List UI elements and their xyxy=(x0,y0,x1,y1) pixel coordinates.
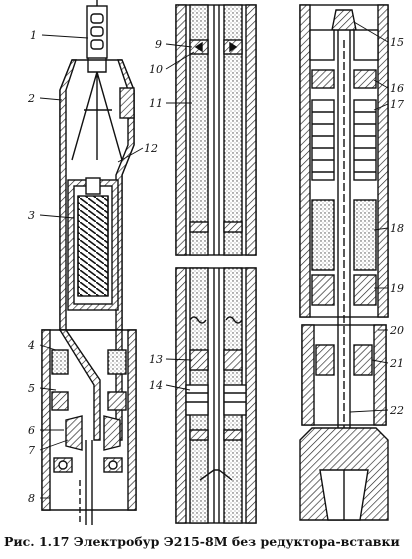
left-section xyxy=(41,0,137,525)
label-21: 21 xyxy=(389,357,404,370)
label-3: 3 xyxy=(28,209,35,222)
label-9: 9 xyxy=(155,38,162,51)
leader-lines xyxy=(39,21,389,499)
label-18: 18 xyxy=(390,222,404,235)
label-10: 10 xyxy=(149,63,163,76)
label-22: 22 xyxy=(389,404,404,417)
label-17: 17 xyxy=(390,98,404,111)
label-16: 16 xyxy=(390,82,404,95)
label-4: 4 xyxy=(27,339,35,352)
label-7: 7 xyxy=(28,444,35,457)
technical-drawing: 1 2 3 4 5 6 7 8 9 10 11 12 13 14 15 16 1… xyxy=(27,0,404,525)
label-2: 2 xyxy=(27,92,35,105)
label-5: 5 xyxy=(28,382,35,395)
label-1: 1 xyxy=(30,29,37,42)
label-12: 12 xyxy=(144,142,158,155)
label-19: 19 xyxy=(390,282,404,295)
label-8: 8 xyxy=(28,492,35,505)
right-section xyxy=(299,4,389,521)
label-13: 13 xyxy=(149,353,163,366)
label-11: 11 xyxy=(149,97,163,110)
figure-caption: Рис. 1.17 Электробур Э215-8М без редукто… xyxy=(4,534,400,549)
label-15: 15 xyxy=(390,36,404,49)
label-6: 6 xyxy=(28,424,35,437)
label-20: 20 xyxy=(389,324,404,337)
middle-section xyxy=(175,4,257,524)
label-14: 14 xyxy=(149,379,163,392)
